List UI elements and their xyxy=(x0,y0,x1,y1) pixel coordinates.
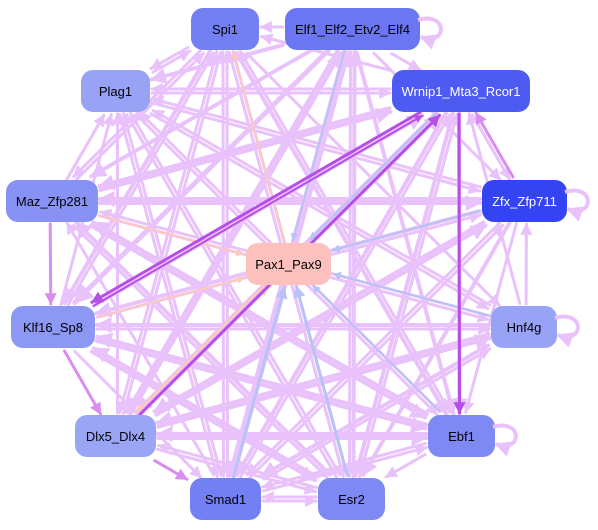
edge-zfx-to-dlx xyxy=(152,220,486,414)
edge-klf-to-pax xyxy=(96,275,246,319)
edge-wrnip-to-ebf xyxy=(453,112,466,415)
edge-dlx-to-hnf xyxy=(156,334,492,429)
edge-ebf-to-klf xyxy=(95,332,429,427)
edge-esr2-to-klf xyxy=(91,346,319,479)
edge-plag1-to-spi1 xyxy=(151,49,192,74)
edge-ebf-to-spi1 xyxy=(238,49,452,414)
edge-dlx-to-spi1 xyxy=(122,51,224,415)
edge-elf-to-wrnip xyxy=(390,52,422,72)
edge-pax-to-dlx xyxy=(136,284,265,413)
edge-esr2-to-pax xyxy=(293,285,349,477)
edge-wrnip-to-spi1 xyxy=(260,33,392,72)
edge-zfx-to-pax xyxy=(331,209,481,253)
edge-esr2-to-maz xyxy=(74,220,332,477)
edge-plag1-to-hnf xyxy=(149,112,490,310)
edge-hnf-to-pax xyxy=(332,271,491,317)
edge-wrnip-to-pax xyxy=(309,111,438,241)
edge-ebf-to-esr2 xyxy=(384,453,427,479)
edge-esr2-to-plag1 xyxy=(129,111,342,477)
self-loop-hnf xyxy=(554,314,580,348)
edge-wrnip-to-zfx xyxy=(471,113,511,181)
edge-smad-to-plag1 xyxy=(120,112,223,477)
edge-maz-to-klf xyxy=(44,222,57,306)
self-loop-zfx xyxy=(564,188,590,222)
edge-elf-to-dlx xyxy=(125,49,340,414)
edge-smad-to-maz xyxy=(65,221,216,477)
edge-klf-to-wrnip xyxy=(92,114,424,307)
edge-hnf-to-plag1 xyxy=(151,108,492,307)
edge-maz-to-plag1 xyxy=(65,113,106,181)
edge-ebf-to-maz xyxy=(91,220,429,416)
edge-klf-to-dlx xyxy=(63,349,103,416)
edge-hnf-to-dlx xyxy=(155,332,491,427)
edge-dlx-to-zfx xyxy=(154,223,488,417)
edge-wrnip-to-maz xyxy=(97,106,392,191)
edge-smad-to-wrnip xyxy=(239,113,451,479)
self-loop-elf xyxy=(417,16,443,50)
edge-pax-to-spi1 xyxy=(231,50,286,242)
edge-esr2-to-wrnip xyxy=(358,113,460,478)
edge-maz-to-pax xyxy=(98,214,245,257)
edge-zfx-to-wrnip xyxy=(474,111,515,179)
edge-maz-to-ebf xyxy=(89,223,427,420)
edge-smad-to-pax xyxy=(232,286,288,478)
edge-dlx-to-smad xyxy=(153,459,189,481)
edge-ebf-to-pax xyxy=(312,284,441,413)
edge-smad-to-spi1 xyxy=(221,50,234,478)
edge-wrnip-to-klf xyxy=(90,110,422,304)
self-loop-ebf xyxy=(492,423,518,457)
edge-esr2-to-elf xyxy=(346,50,363,478)
edge-elf-to-pax xyxy=(290,50,346,242)
edge-zfx-to-plag1 xyxy=(151,95,482,189)
edge-maz-to-wrnip xyxy=(98,108,393,192)
edge-plag1-to-zfx xyxy=(150,101,481,194)
